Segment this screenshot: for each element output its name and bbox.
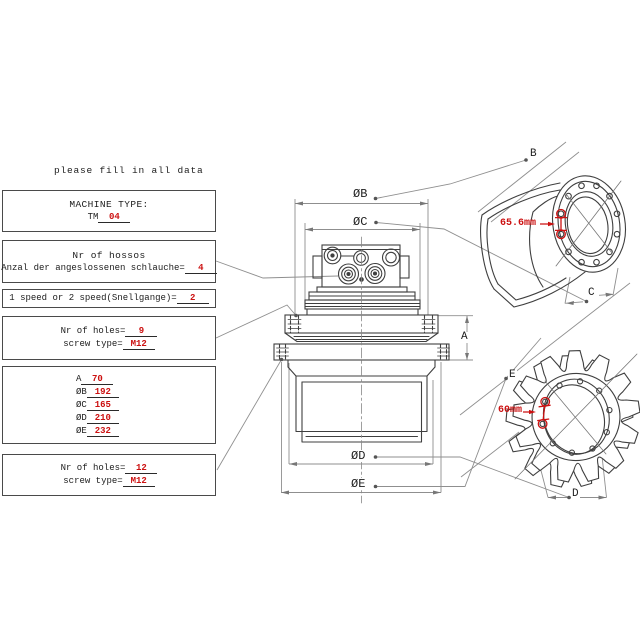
dim-row-c: ØC 165 xyxy=(76,399,119,412)
dim-b-value: 192 xyxy=(94,386,111,397)
housing-pitch-measure: 65.6mm xyxy=(500,218,537,229)
motor-flange-holes-line: Nr of holes= 9 xyxy=(61,325,158,338)
dia-c-dim-label: ØC xyxy=(352,215,369,229)
dim-b-label: ØB xyxy=(76,386,87,397)
sprocket-flange-holes-label: Nr of holes= xyxy=(60,463,126,473)
dim-row-a: A 70 xyxy=(76,373,114,386)
machine-type-value-field[interactable]: 04 xyxy=(98,212,131,223)
dim-c-value: 165 xyxy=(94,399,111,410)
hoses-value: 4 xyxy=(198,262,204,273)
c-dim-label: C xyxy=(587,287,596,299)
speed-value-field[interactable]: 2 xyxy=(176,293,209,304)
speed-value: 2 xyxy=(190,293,196,303)
dim-b-field[interactable]: 192 xyxy=(86,386,119,398)
speed-label: 1 speed or 2 speed(Snellgange)= xyxy=(9,293,177,303)
hoses-value-field[interactable]: 4 xyxy=(184,262,217,274)
sprocket-flange-holes-field[interactable]: 12 xyxy=(125,463,158,474)
sprocket-flange-holes-line: Nr of holes= 12 xyxy=(61,462,158,475)
dim-e-field[interactable]: 232 xyxy=(86,425,119,437)
dim-d-field[interactable]: 210 xyxy=(86,412,119,424)
leader-dots xyxy=(279,158,589,500)
dim-c-field[interactable]: 165 xyxy=(86,399,119,411)
machine-type-heading: MACHINE TYPE: xyxy=(69,199,149,210)
dim-row-d: ØD 210 xyxy=(76,412,119,425)
dim-e-label: ØE xyxy=(76,425,87,436)
dim-d-value: 210 xyxy=(94,412,111,423)
d-dim-label: D xyxy=(571,488,580,500)
dim-a-label: A xyxy=(76,373,82,384)
e-dim-label: E xyxy=(508,369,517,381)
sprocket-flange-screw-field[interactable]: M12 xyxy=(122,476,155,487)
sprocket-view xyxy=(505,350,640,488)
motor-flange-box: Nr of holes= 9 screw type= M12 xyxy=(2,316,216,360)
hoses-heading: Nr of hossos xyxy=(72,249,146,261)
speed-box: 1 speed or 2 speed(Snellgange)= 2 xyxy=(2,289,216,308)
dim-d-label: ØD xyxy=(76,412,87,423)
dia-b-dim-label: ØB xyxy=(352,187,369,201)
dim-row-e: ØE 232 xyxy=(76,425,119,438)
dia-d-dim-label: ØD xyxy=(350,449,367,463)
motor-flange-holes-value: 9 xyxy=(138,326,145,336)
b-dim-label: B xyxy=(529,148,538,160)
sprocket-flange-screw-label: screw type= xyxy=(63,476,123,486)
dim-e-value: 232 xyxy=(94,425,111,436)
sprocket-pitch-measure: 60mm xyxy=(498,405,523,416)
machine-type-line: TM 04 xyxy=(88,211,131,224)
hoses-box: Nr of hossos Anzal der angeslossenen sch… xyxy=(1,240,217,283)
dim-c-label: ØC xyxy=(76,399,87,410)
sprocket-flange-holes-value: 12 xyxy=(136,463,147,473)
a-dim-label: A xyxy=(460,331,469,343)
motor-flange-screw-line: screw type= M12 xyxy=(63,338,155,351)
machine-type-box: MACHINE TYPE: TM 04 xyxy=(2,190,216,232)
speed-line: 1 speed or 2 speed(Snellgange)= 2 xyxy=(9,292,209,305)
dim-a-value: 70 xyxy=(92,373,103,384)
motor-flange-screw-label: screw type= xyxy=(63,339,123,349)
dimension-arrowheads xyxy=(281,201,614,500)
sprocket-flange-screw-value: M12 xyxy=(130,476,147,486)
motor-flange-holes-label: Nr of holes= xyxy=(60,326,126,336)
page-title: please fill in all data xyxy=(54,165,204,176)
hoses-line: Anzal der angeslossenen schlauche= 4 xyxy=(1,262,217,275)
track-frame-housing-view xyxy=(480,175,626,308)
motor-flange-screw-field[interactable]: M12 xyxy=(122,339,155,350)
dimensions-box: A 70 ØB 192 ØC 165 ØD 210 ØE 232 xyxy=(2,366,216,444)
sprocket-hole-pitch-annotation xyxy=(523,396,551,429)
final-drive-front-view xyxy=(273,236,450,504)
dim-row-b: ØB 192 xyxy=(76,386,119,399)
dim-a-field[interactable]: 70 xyxy=(81,373,114,385)
sprocket-flange-screw-line: screw type= M12 xyxy=(63,475,155,488)
hoses-label: Anzal der angeslossenen schlauche= xyxy=(1,262,185,273)
sprocket-flange-box: Nr of holes= 12 screw type= M12 xyxy=(2,454,216,496)
machine-type-value: 04 xyxy=(109,212,120,222)
machine-type-prefix: TM xyxy=(87,212,99,222)
motor-flange-screw-value: M12 xyxy=(130,339,147,349)
dia-e-dim-label: ØE xyxy=(350,477,367,491)
motor-flange-holes-field[interactable]: 9 xyxy=(125,326,158,337)
dimension-lines xyxy=(215,141,631,498)
housing-hole-pitch-annotation xyxy=(540,208,567,240)
